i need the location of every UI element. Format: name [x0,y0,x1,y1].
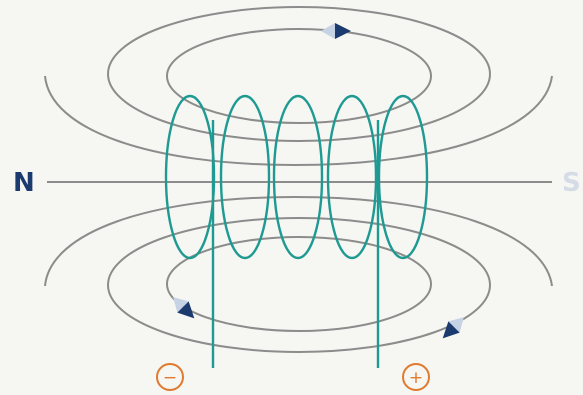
field-line-bottom-inner [165,236,433,332]
negative-terminal-sign: − [163,368,177,388]
field-line-top-inner [165,28,433,124]
south-pole-label: S [562,168,581,198]
coil-turn [272,94,324,260]
coil-turn [164,94,216,260]
north-pole-label: N [13,168,35,198]
negative-terminal: − [156,363,184,391]
field-line-bottom-outer [44,195,553,287]
direction-arrow-top [321,23,351,39]
direction-arrow-bottom-right [442,317,464,339]
field-line-bottom-middle [106,217,492,353]
positive-terminal: + [402,363,430,391]
coil-turn [326,94,378,260]
solenoid-coil [164,94,429,368]
coil-turn [377,94,429,260]
field-line-top-outer [44,75,553,167]
coil-turn [219,94,271,260]
magnetic-field-lines [44,6,553,353]
field-line-top-middle [106,6,492,142]
positive-terminal-sign: + [409,368,423,388]
